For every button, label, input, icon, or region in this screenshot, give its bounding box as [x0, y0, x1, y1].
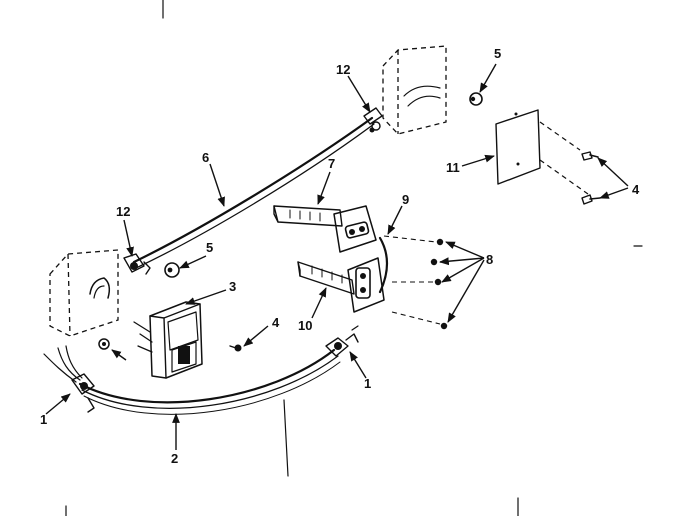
- junction-box-top: [382, 45, 447, 135]
- callout-7: 7: [328, 156, 335, 171]
- leader-lines: [45, 63, 629, 450]
- callout-6: 6: [202, 150, 209, 165]
- callout-1-left: 1: [40, 412, 47, 427]
- cover-plate-11: [495, 109, 589, 195]
- callout-3: 3: [229, 279, 236, 294]
- gasket-9: [378, 236, 389, 294]
- callout-5-left: 5: [206, 240, 213, 255]
- connector-1-right: [325, 325, 359, 357]
- callout-5-top: 5: [494, 46, 501, 61]
- callout-12-left: 12: [116, 204, 130, 219]
- bracket-10: [297, 257, 385, 313]
- callout-9: 9: [402, 192, 409, 207]
- screws-8: [383, 235, 448, 330]
- bracket-7: [273, 205, 377, 253]
- callout-10: 10: [298, 318, 312, 333]
- cable-6: [132, 107, 383, 269]
- callout-4-center: 4: [272, 315, 280, 330]
- nut-5-top: [469, 92, 483, 106]
- callout-2: 2: [171, 451, 178, 466]
- junction-box-left: [49, 249, 119, 337]
- bushing-left: [98, 338, 127, 361]
- nut-5-left: [164, 262, 180, 278]
- thermostat-3: [133, 301, 203, 379]
- callout-11: 11: [446, 160, 460, 175]
- callout-12-top: 12: [336, 62, 350, 77]
- callout-8: 8: [486, 252, 493, 267]
- callout-1-right: 1: [364, 376, 371, 391]
- connector-1-left: [71, 373, 95, 413]
- callout-4-right: 4: [632, 182, 640, 197]
- callout-labels: 1 1 2 3 4 4 5 5 6 7 8 9 10 11 12 12: [40, 46, 640, 466]
- border-tick-marks: [65, 0, 643, 516]
- screw-4-center: [229, 344, 242, 352]
- screws-4-right: [581, 151, 601, 205]
